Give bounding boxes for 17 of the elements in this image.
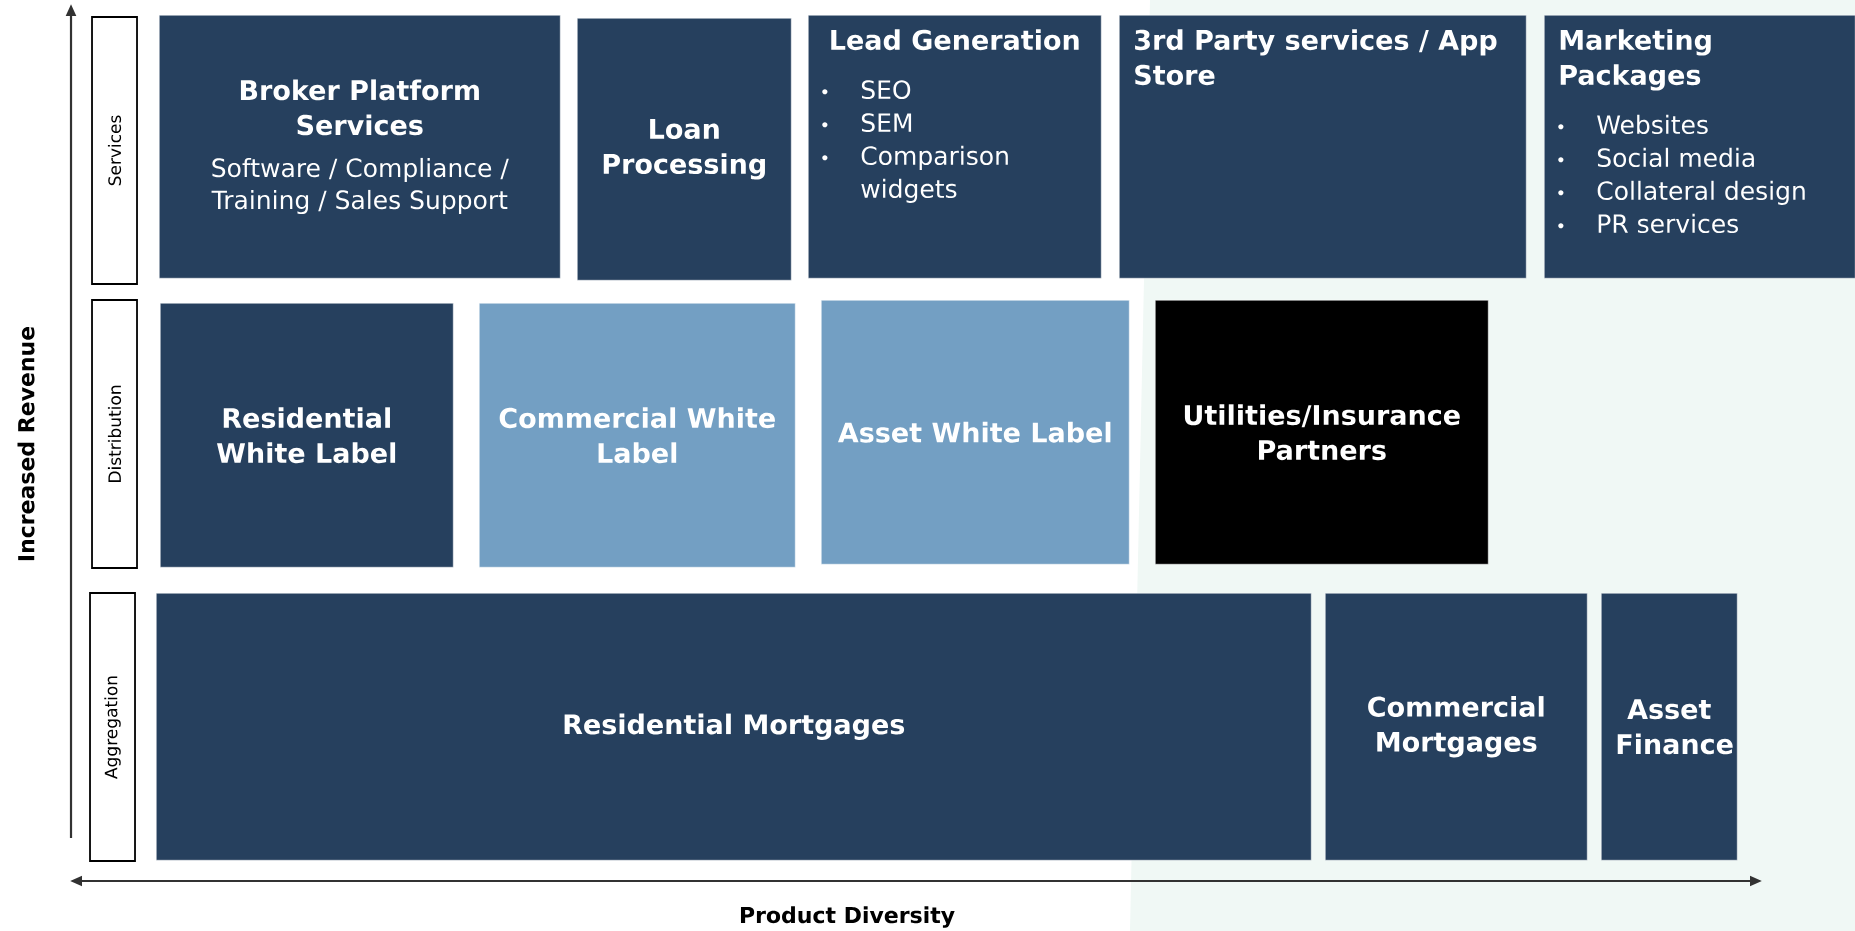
category-box: Marketing Packages Websites Social media Collateral design PR services <box>1544 15 1855 279</box>
category-box: Loan Processing <box>577 18 792 281</box>
category-box: 3rd Party services / App Store <box>1119 15 1527 279</box>
category-box: Utilities/Insurance Partners <box>1155 300 1489 565</box>
category-box: Asset Finance <box>1601 593 1738 861</box>
category-box: Residential White Label <box>160 303 454 568</box>
category-box: Commercial White Label <box>479 303 796 568</box>
row-label-box: Aggregation <box>89 592 136 862</box>
category-box: Residential Mortgages <box>156 593 1312 861</box>
row-label-box: Distribution <box>91 299 138 569</box>
category-box: Lead Generation SEO SEM Comparison widgets <box>808 15 1102 279</box>
category-box: Asset White Label <box>821 300 1130 565</box>
axis-label: Product Diversity <box>740 906 955 928</box>
axis-label: Increased Revenue <box>17 326 35 561</box>
category-box: Commercial Mortgages <box>1325 593 1588 861</box>
category-box: Broker Platform Services Software / Compliance / Training / Sales Support <box>159 15 561 279</box>
row-label-box: Services <box>91 16 138 285</box>
